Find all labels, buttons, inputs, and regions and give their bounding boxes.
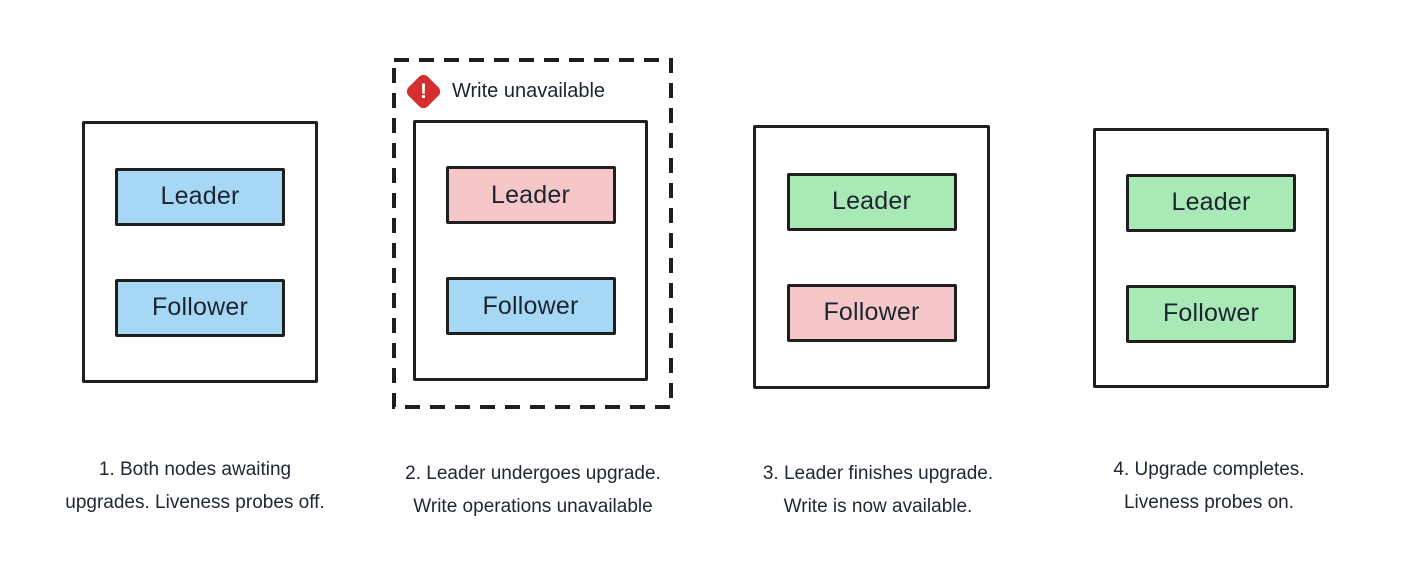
node-label: Follower	[151, 293, 249, 321]
write-unavailable-badge: ! Write unavailable	[404, 71, 605, 111]
step-1-caption: 1. Both nodes awaiting upgrades. Livenes…	[25, 453, 365, 519]
node-follower: Follower	[1126, 284, 1296, 343]
step-4-caption: 4. Upgrade completes. Liveness probes on…	[1039, 453, 1379, 519]
dashed-boundary-border	[392, 58, 673, 409]
panel-step-2-node-group: Leader Follower	[413, 120, 648, 381]
node-label: Follower	[482, 291, 579, 320]
node-leader: Leader	[1126, 173, 1296, 232]
node-follower: Follower	[786, 283, 957, 342]
node-label: Leader	[1171, 188, 1251, 216]
caption-line: 2. Leader undergoes upgrade.	[405, 463, 661, 484]
exclamation-glyph: !	[420, 79, 427, 103]
panel-step-3-node-group: Leader Follower	[753, 125, 990, 389]
node-label: Leader	[831, 187, 912, 215]
panel-step-1-node-group: Leader Follower	[82, 121, 318, 383]
node-follower: Follower	[445, 277, 616, 335]
caption-line: upgrades. Liveness probes off.	[65, 492, 325, 513]
node-follower: Follower	[115, 278, 285, 337]
caption-line: 1. Both nodes awaiting	[98, 459, 292, 480]
write-unavailable-label: Write unavailable	[452, 79, 606, 102]
caption-line: Liveness probes on.	[1123, 492, 1295, 513]
caption-line: Write is now available.	[783, 496, 973, 517]
node-label: Leader	[160, 182, 240, 210]
caption-line: Write operations unavailable	[413, 496, 653, 517]
caption-line: 4. Upgrade completes.	[1113, 459, 1305, 480]
alert-diamond-icon: !	[404, 71, 443, 111]
step-2-caption: 2. Leader undergoes upgrade. Write opera…	[363, 457, 703, 523]
panel-step-4-node-group: Leader Follower	[1093, 128, 1329, 388]
panel-step-2-maintenance-boundary: ! Write unavailable Leader Follower	[392, 58, 673, 409]
step-3-caption: 3. Leader finishes upgrade. Write is now…	[708, 457, 1048, 523]
node-label: Follower	[1162, 299, 1260, 327]
node-label: Leader	[490, 180, 571, 209]
node-leader: Leader	[445, 166, 616, 224]
node-label: Follower	[823, 298, 920, 326]
caption-line: 3. Leader finishes upgrade.	[762, 463, 994, 484]
node-leader: Leader	[786, 172, 957, 231]
node-leader: Leader	[115, 167, 285, 226]
